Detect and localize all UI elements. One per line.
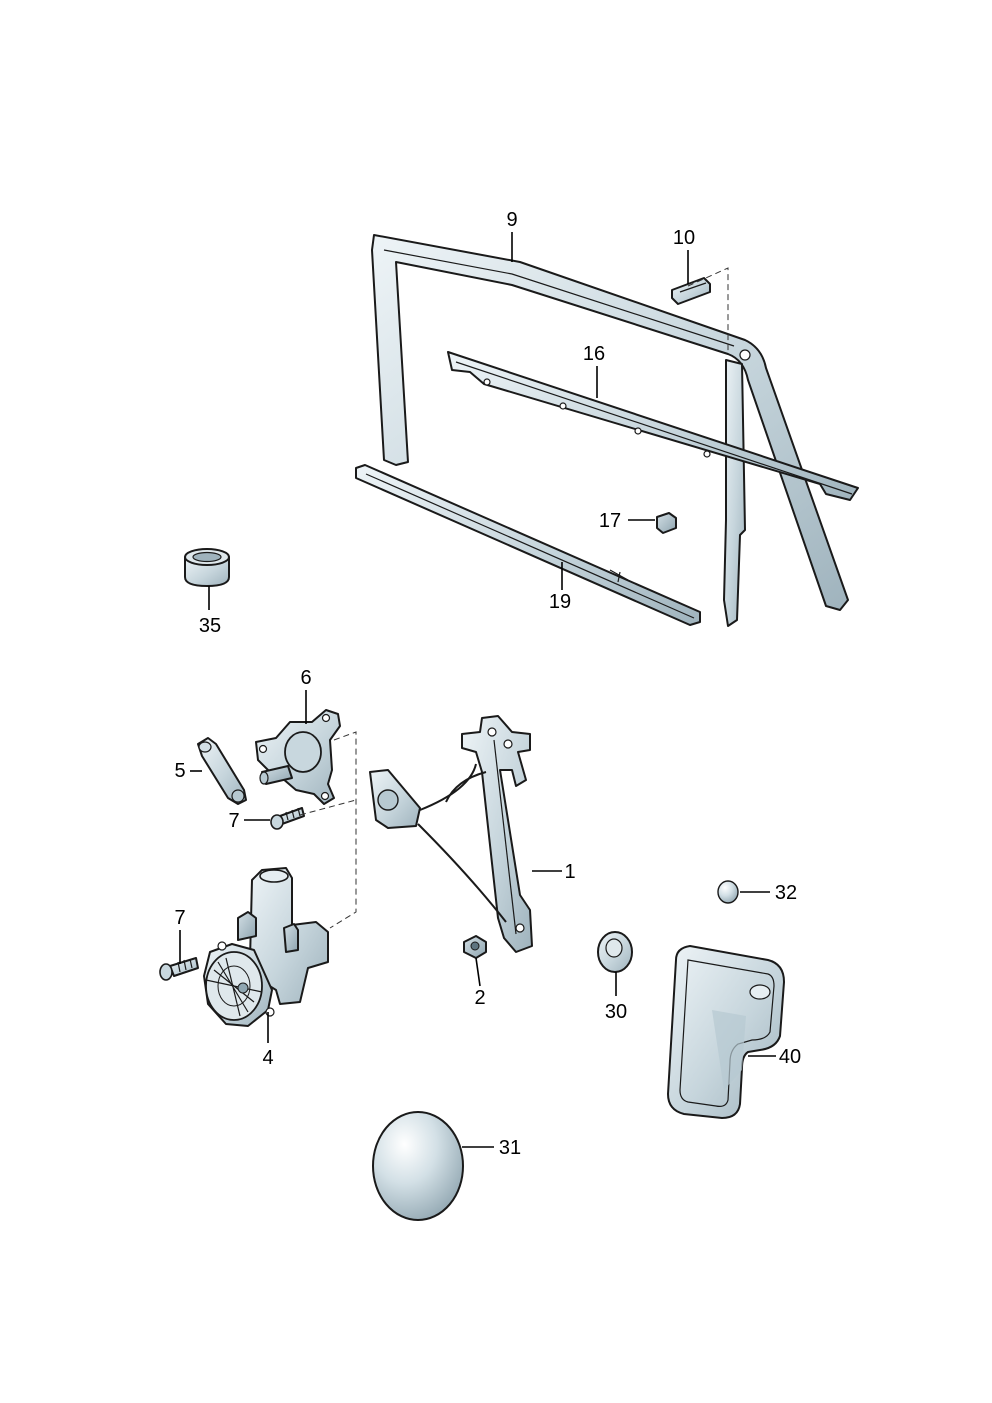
assembly-guide-lines bbox=[299, 267, 729, 929]
window-frame-seal bbox=[371, 234, 849, 627]
window-regulator bbox=[369, 715, 533, 953]
callout-4: 4 bbox=[262, 1047, 273, 1069]
callout-31: 31 bbox=[499, 1137, 521, 1159]
callout-5: 5 bbox=[174, 760, 185, 782]
callout-32: 32 bbox=[775, 882, 797, 904]
small-cap bbox=[717, 880, 739, 904]
callout-labels: 9 10 16 17 19 35 6 5 7 7 4 1 2 32 30 40 … bbox=[174, 209, 801, 1159]
callout-9: 9 bbox=[506, 209, 517, 231]
callout-1: 1 bbox=[564, 861, 575, 883]
water-shield-foil bbox=[667, 945, 785, 1119]
callout-16: 16 bbox=[583, 343, 605, 365]
callout-19: 19 bbox=[549, 591, 571, 613]
callout-40: 40 bbox=[779, 1046, 801, 1068]
grommet-plug bbox=[597, 931, 633, 973]
outer-window-strip bbox=[355, 464, 701, 626]
callout-7-lower: 7 bbox=[174, 907, 185, 929]
callout-6: 6 bbox=[300, 667, 311, 689]
callout-30: 30 bbox=[605, 1001, 627, 1023]
bearing-ring bbox=[184, 548, 230, 587]
window-motor bbox=[203, 867, 329, 1027]
callout-35: 35 bbox=[199, 615, 221, 637]
crank-gearbox bbox=[255, 709, 341, 805]
callout-17: 17 bbox=[599, 510, 621, 532]
round-cover bbox=[372, 1111, 464, 1221]
hex-nut bbox=[463, 935, 487, 959]
inner-window-strip bbox=[447, 351, 859, 501]
callout-7-upper: 7 bbox=[228, 810, 239, 832]
leader-lines bbox=[179, 232, 776, 1148]
screw-lower bbox=[159, 957, 199, 981]
callout-10: 10 bbox=[673, 227, 695, 249]
callout-2: 2 bbox=[474, 987, 485, 1009]
stop-buffer bbox=[656, 512, 677, 534]
screw-upper bbox=[270, 807, 305, 830]
crank-handle bbox=[197, 737, 247, 805]
clip-part bbox=[671, 277, 711, 305]
